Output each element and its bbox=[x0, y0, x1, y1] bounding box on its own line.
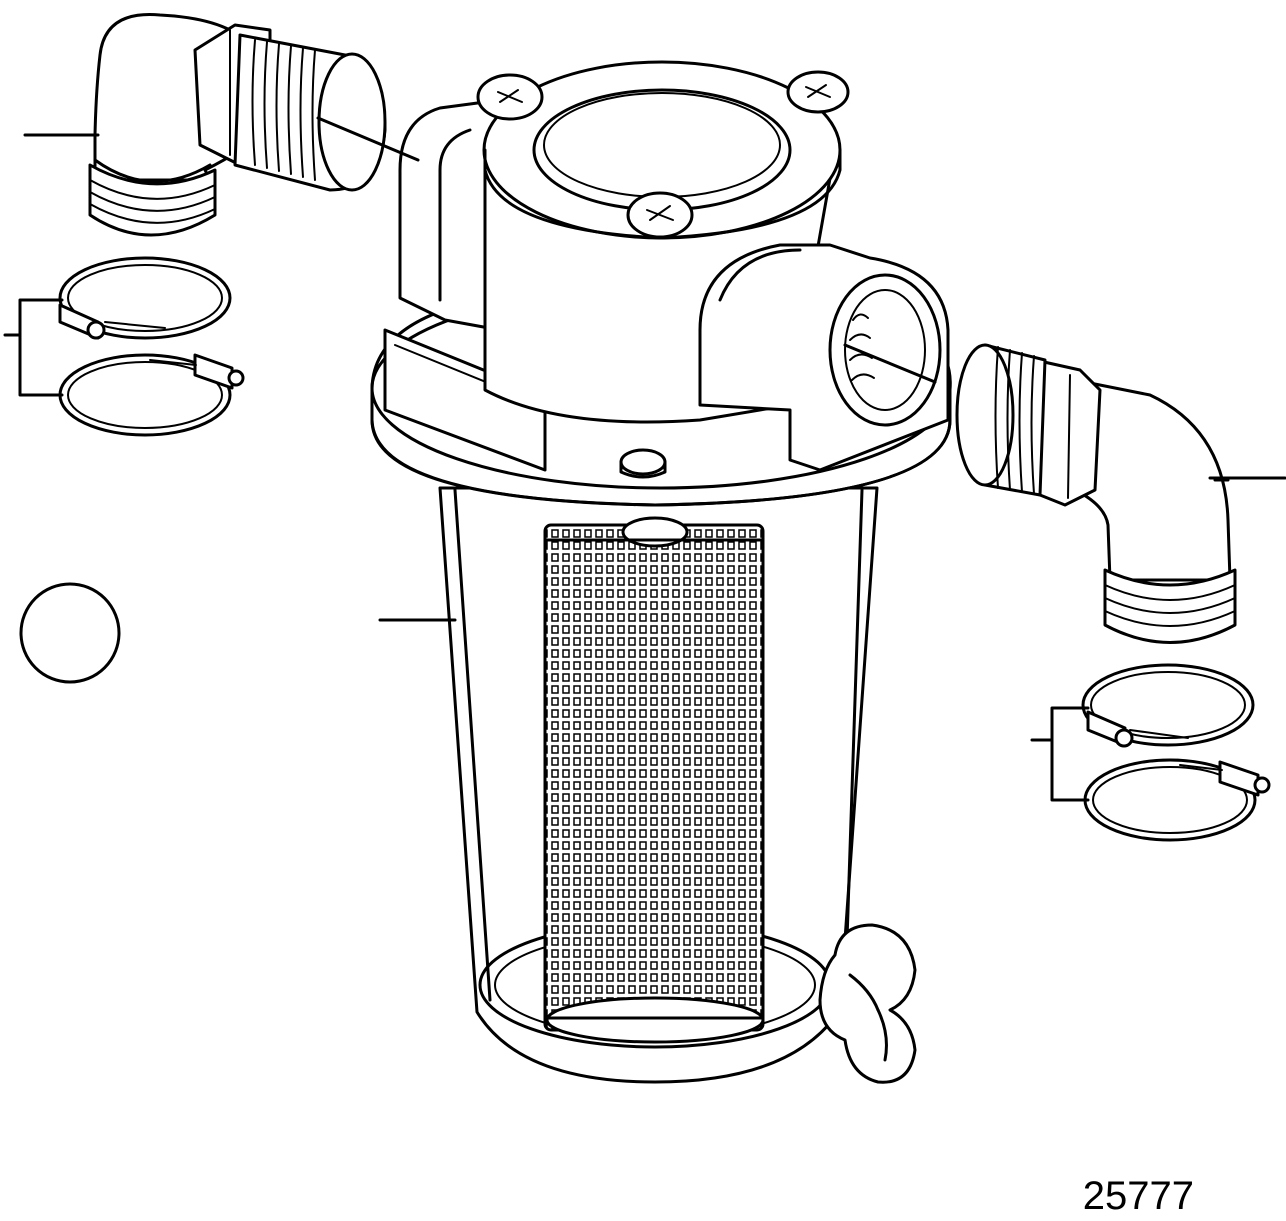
cover-screw-right bbox=[786, 70, 850, 114]
figure-reference-number: 25777 bbox=[1082, 1174, 1194, 1218]
elbow-fitting-left bbox=[88, 13, 387, 237]
callout-circle bbox=[19, 582, 121, 684]
strainer-housing bbox=[383, 60, 950, 472]
strainer-screen bbox=[543, 516, 765, 1044]
cover-screw-front bbox=[626, 191, 694, 239]
hose-clamp-left-upper bbox=[58, 256, 232, 340]
hose-clamp-left-lower bbox=[58, 353, 245, 437]
cover-screw-left bbox=[476, 73, 544, 121]
elbow-fitting-right bbox=[955, 343, 1237, 644]
hose-clamp-right-lower bbox=[1083, 758, 1271, 842]
drain-wing-nut bbox=[818, 923, 917, 1084]
hose-clamp-right-upper bbox=[1081, 663, 1255, 748]
leader-lines bbox=[3, 116, 1286, 802]
